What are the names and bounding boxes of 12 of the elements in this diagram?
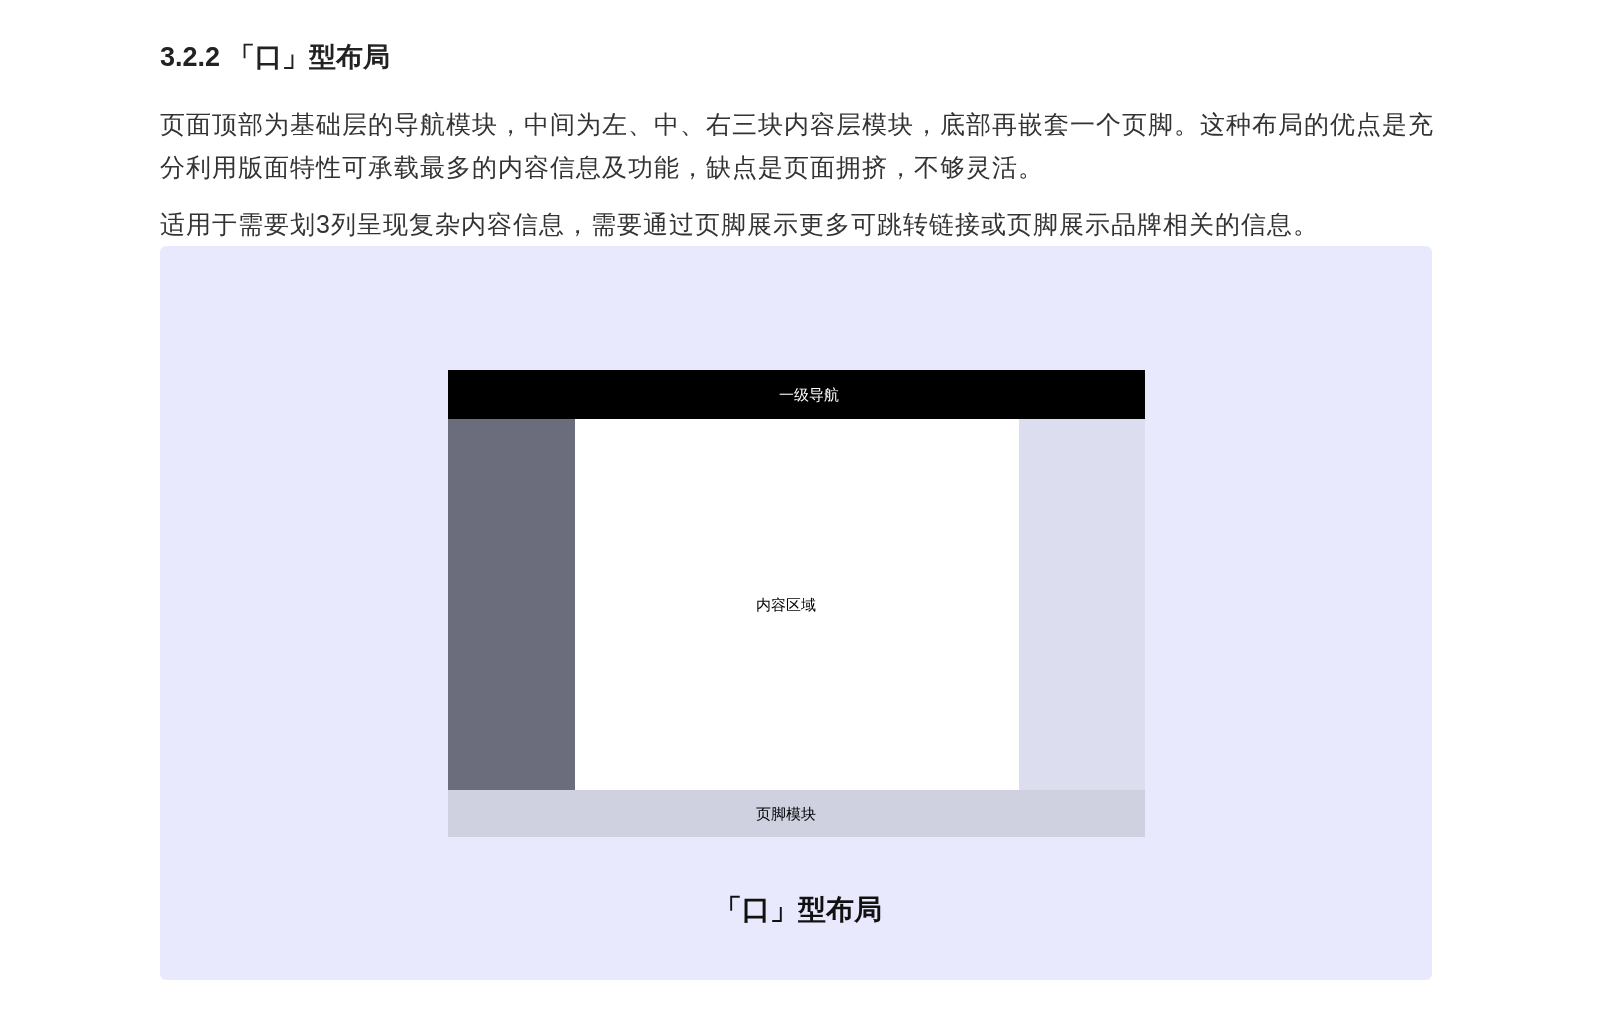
paragraph: 适用于需要划3列呈现复杂内容信息，需要通过页脚展示更多可跳转链接或页脚展示品牌相关的信息。	[160, 209, 1319, 240]
navigation-bar	[448, 370, 1145, 419]
footer-bar	[448, 790, 1145, 837]
section-heading: 3.2.2 「口」型布局	[160, 41, 390, 74]
right-sidebar	[1019, 419, 1145, 790]
nav-label: 一级导航	[778, 384, 839, 405]
figure-caption: 「口」型布局	[714, 893, 882, 927]
footer-label: 页脚模块	[755, 803, 816, 824]
content-area	[575, 419, 1019, 790]
paragraph: 页面顶部为基础层的导航模块，中间为左、中、右三块内容层模块，底部再嵌套一个页脚。这种布局的优点是充分利用版面特性可承载最多的内容信息及功能，缺点是页面拥挤，不够灵活。	[160, 109, 1435, 183]
left-sidebar	[448, 419, 575, 790]
area-label: 内容区域	[756, 594, 816, 615]
